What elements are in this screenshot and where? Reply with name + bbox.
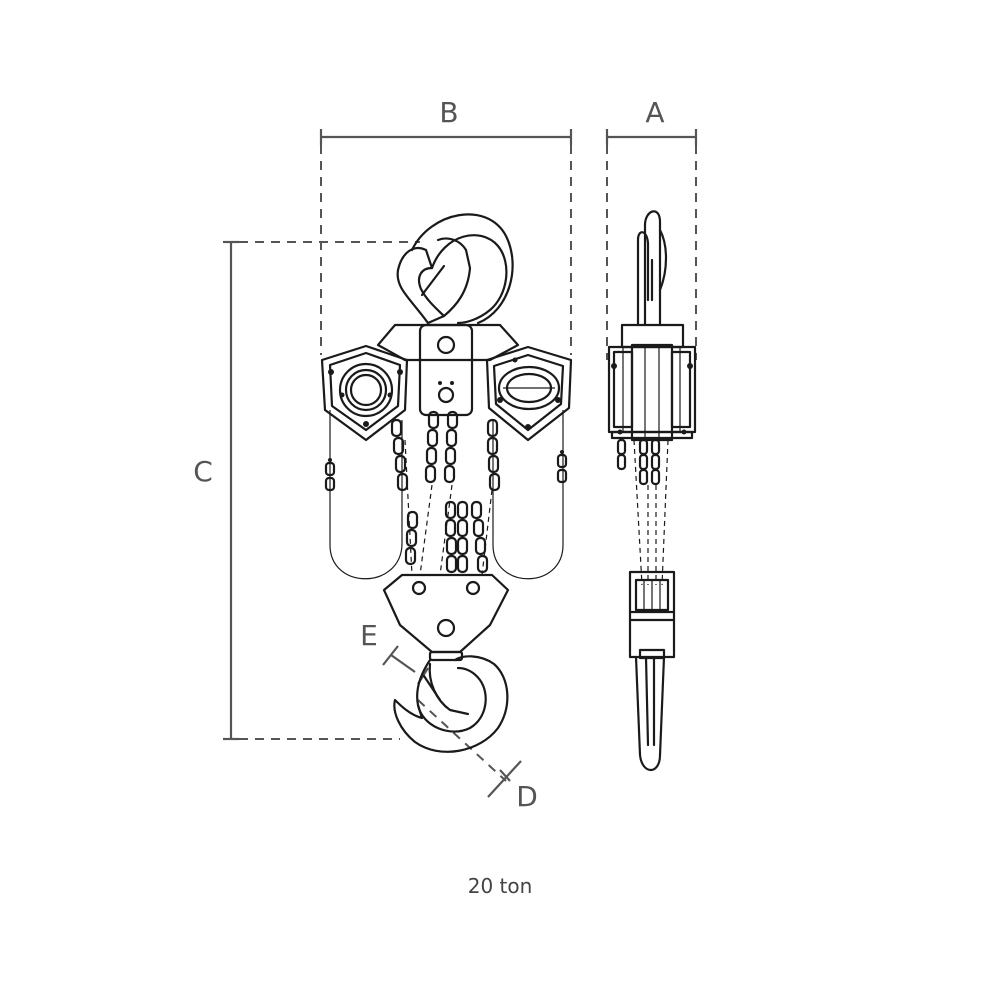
dimension-b-label: B [439,96,458,129]
side-bottom-hook [634,648,666,772]
dimension-d: D [417,699,538,813]
dimension-a-label: A [645,96,664,129]
side-body [607,323,697,442]
side-bottom-block [628,570,676,659]
front-view [320,213,573,753]
side-top-hook [636,210,668,327]
bottom-block [382,573,510,662]
dimension-d-label: D [516,780,538,813]
top-hook [396,213,514,325]
bottom-hook [393,655,509,753]
dimension-c: C [193,240,420,741]
capacity-caption: 20 ton [467,874,533,898]
hand-chain [324,410,568,580]
side-view [607,210,697,772]
right-brake-housing [485,345,573,442]
dimension-e-label: E [360,619,378,652]
dimension-c-label: C [193,455,213,488]
dimension-b: B [319,96,573,355]
left-gear-housing [320,344,409,442]
side-chains [616,438,669,586]
dimension-e: E [360,619,429,685]
dimension-a: A [605,96,698,360]
load-chain [390,410,501,576]
